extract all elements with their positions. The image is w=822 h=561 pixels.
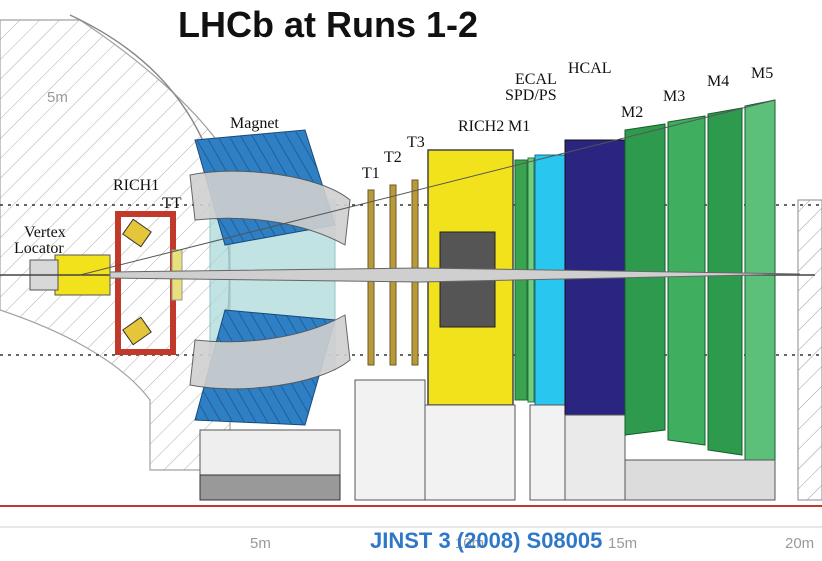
magnet-label: Magnet — [230, 115, 279, 132]
rich1-mirror-top — [122, 218, 152, 248]
hcal-label: HCAL — [568, 60, 612, 77]
muon-base — [624, 459, 776, 501]
m4-station — [707, 107, 743, 456]
scale-label-15m: 15m — [608, 535, 637, 552]
right-shield-wall — [797, 199, 822, 501]
m1-label: M1 — [508, 118, 530, 135]
scale-label-5m: 5m — [250, 535, 271, 552]
m4-label: M4 — [707, 73, 729, 90]
citation-link[interactable]: JINST 3 (2008) S08005 — [370, 528, 603, 553]
t1-label: T1 — [362, 165, 380, 182]
magnet-cart — [199, 474, 341, 501]
m3-station — [667, 115, 706, 446]
scale-label-20m: 20m — [785, 535, 814, 552]
hcal-base — [564, 414, 626, 501]
m3-label: M3 — [663, 88, 685, 105]
spd-ps-label: SPD/PS — [505, 87, 557, 104]
magnet-support — [199, 429, 341, 476]
m2-station — [624, 123, 666, 436]
t3-label: T3 — [407, 134, 425, 151]
m5-station — [744, 99, 776, 466]
acceptance-line-top — [79, 99, 776, 276]
ecal-label: ECAL — [515, 71, 557, 88]
ecal-base — [529, 404, 566, 501]
vertex-locator-label-1: Vertex — [24, 224, 66, 241]
m5-label: M5 — [751, 65, 773, 82]
tracker-support — [354, 379, 426, 501]
rich1-label: RICH1 — [113, 177, 159, 194]
scale-label-10m: 10m — [455, 535, 484, 552]
vertex-locator-label-2: Locator — [14, 240, 64, 257]
magnet-return-bottom — [189, 314, 351, 390]
beam-pipe — [109, 267, 801, 283]
magnet-return-top — [189, 170, 351, 246]
rich1-mirror-bottom — [122, 316, 152, 346]
m2-label: M2 — [621, 104, 643, 121]
scale-label-5m-vertical: 5m — [47, 89, 68, 106]
page-title: LHCb at Runs 1-2 — [178, 4, 479, 45]
t2-label: T2 — [384, 149, 402, 166]
rich2-base — [424, 404, 516, 501]
rich2-label: RICH2 — [458, 118, 504, 135]
ecal — [534, 154, 566, 406]
tt-label: TT — [162, 195, 182, 212]
